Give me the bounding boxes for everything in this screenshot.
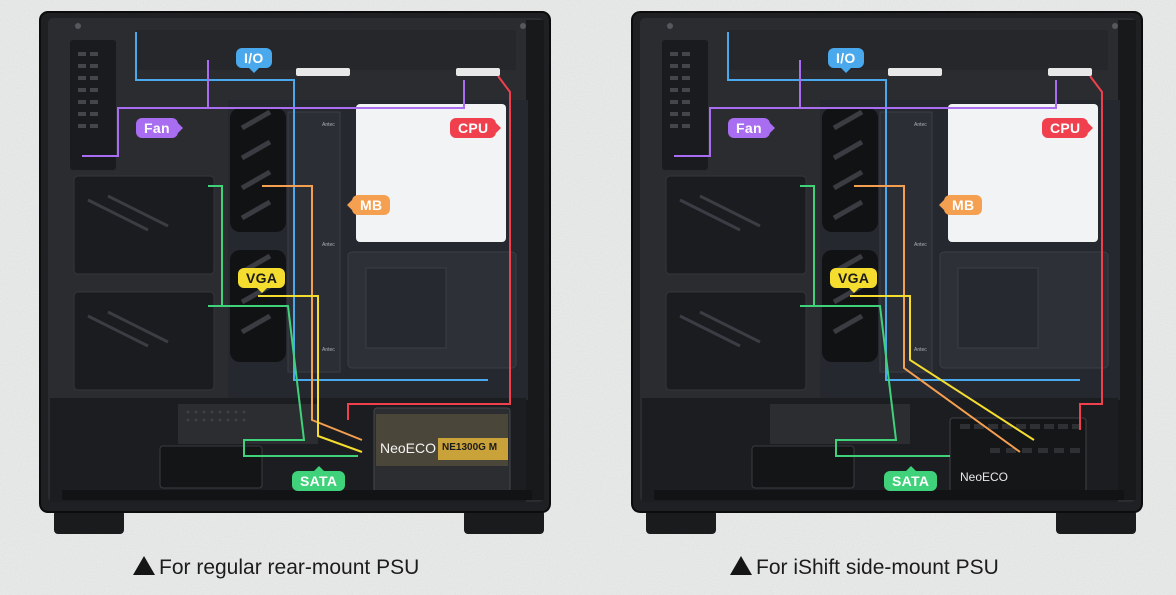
case-drawing [610,0,1150,540]
case-brand-mark-1: Antec [322,122,335,128]
triangle-up-icon [730,556,752,575]
vga-cable-label: VGA [238,268,285,288]
vga-cable-label: VGA [830,268,877,288]
mb-cable-label: MB [944,195,982,215]
case-brand-mark-3: Antec [322,347,335,353]
cpu-cable-label: CPU [450,118,496,138]
fan-cable-label: Fan [728,118,770,138]
case-drawing [18,0,558,540]
case-brand-mark-3: Antec [914,347,927,353]
io-cable-label: I/O [236,48,272,68]
case-brand-mark-1: Antec [914,122,927,128]
io-cable-label: I/O [828,48,864,68]
psu-model: NE1300G M [442,442,497,453]
caption-side-mount: For iShift side-mount PSU [730,556,999,580]
sata-cable-label: SATA [292,471,345,491]
mb-cable-label: MB [352,195,390,215]
case-brand-mark-2: Antec [914,242,927,248]
case-brand-mark-2: Antec [322,242,335,248]
psu-brand: NeoECO [380,440,436,456]
caption-side-mount-text: For iShift side-mount PSU [756,556,999,579]
psu-brand: NeoECO [960,470,1008,484]
caption-rear-mount: For regular rear-mount PSU [133,556,419,580]
case-diagram-side-mount: Antec Antec Antec NeoECO I/O Fan CPU MB … [610,0,1150,540]
caption-rear-mount-text: For regular rear-mount PSU [159,556,419,579]
triangle-up-icon [133,556,155,575]
fan-cable-label: Fan [136,118,178,138]
sata-cable-label: SATA [884,471,937,491]
cpu-cable-label: CPU [1042,118,1088,138]
case-diagram-rear-mount: Antec Antec Antec NeoECO NE1300G M I/O F… [18,0,558,540]
